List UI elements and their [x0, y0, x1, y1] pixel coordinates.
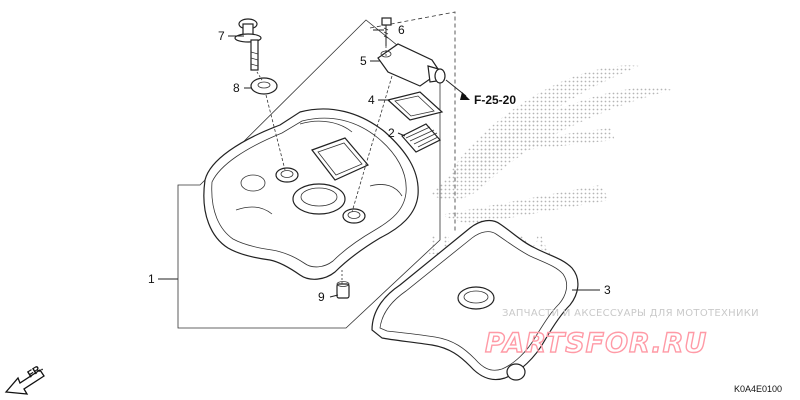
- leader-lines: [158, 29, 600, 298]
- grommet-9: [336, 281, 350, 299]
- callout-7: 7: [218, 29, 225, 43]
- callout-5: 5: [360, 54, 367, 68]
- breather-housing: [377, 43, 446, 87]
- diagram-code: K0A4E0100: [734, 384, 782, 394]
- reference-label: F-25-20: [474, 93, 516, 107]
- watermark-brand: PARTSFOR.RU: [485, 328, 707, 359]
- callout-4: 4: [368, 93, 375, 107]
- plate: [386, 91, 444, 121]
- watermark-tagline: ЗАПЧАСТИ И АКСЕССУАРЫ ДЛЯ МОТОТЕХНИКИ: [502, 308, 759, 319]
- reference-arrow: [460, 92, 470, 100]
- front-direction-arrow: FR.: [4, 363, 45, 395]
- callout-8: 8: [233, 81, 240, 95]
- callout-3: 3: [604, 283, 611, 297]
- callout-9: 9: [318, 290, 325, 304]
- bolt-7: [234, 18, 262, 71]
- rubber-seal-8: [250, 77, 278, 95]
- bolt-6: [381, 17, 392, 46]
- filter-element: [401, 123, 441, 153]
- callout-2: 2: [388, 126, 395, 140]
- callout-6: 6: [398, 23, 405, 37]
- head-cover-gasket: [371, 219, 579, 381]
- callout-1: 1: [148, 272, 155, 286]
- cylinder-head-cover: [203, 108, 419, 280]
- assembly-dashed-outline: [369, 11, 456, 232]
